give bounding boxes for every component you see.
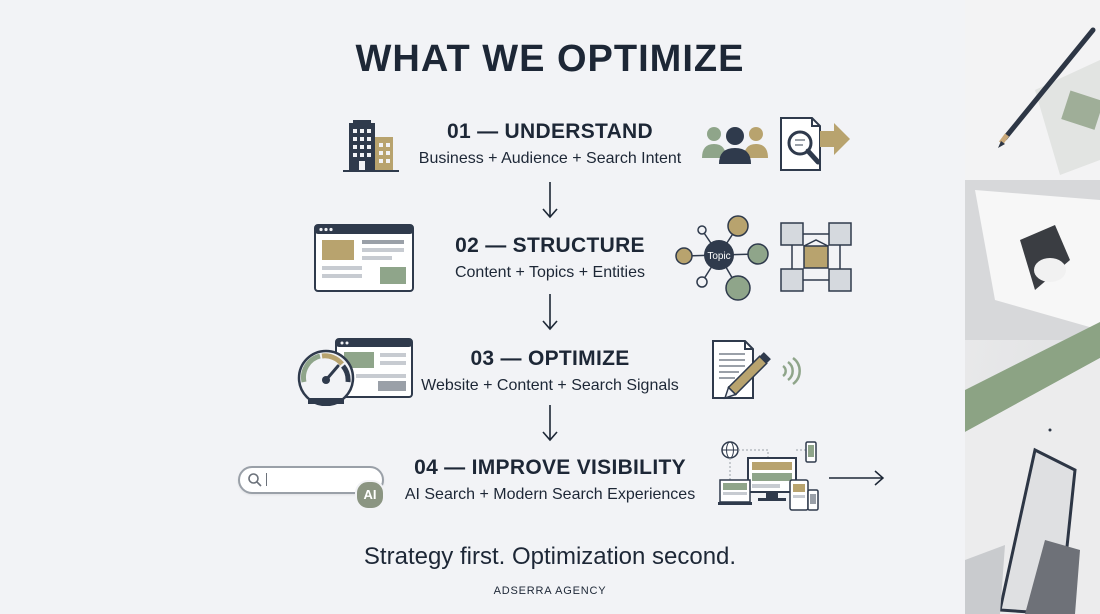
text-cursor [266,473,267,486]
audience-icon [702,127,768,164]
speed-gauge-icon [297,338,413,406]
step-subtitle: AI Search + Modern Search Experiences [404,486,696,503]
forward-arrow-icon [829,470,885,486]
brand-name: ADSERRA AGENCY [493,585,607,597]
flow-arrow-icon [542,294,558,331]
step-heading: 03 — OPTIMIZE [470,347,630,370]
page-title: WHAT WE OPTIMIZE [355,38,745,80]
step-subtitle: Content + Topics + Entities [454,264,646,281]
flow-arrow-icon [542,182,558,219]
step-improve-visibility: 04 — IMPROVE VISIBILITY AI Search + Mode… [380,456,720,504]
search-document-icon [780,117,850,171]
desk-photo-illustration [965,0,1100,614]
document-edit-icon [712,340,801,400]
flow-arrow-icon [542,405,558,442]
step-heading: 04 — IMPROVE VISIBILITY [414,456,686,479]
ai-badge: AI [355,480,385,510]
step-structure: 02 — STRUCTURE Content + Topics + Entiti… [400,234,700,282]
search-icon [248,473,262,487]
tagline: Strategy first. Optimization second. [363,543,737,570]
webpage-layout-icon [314,224,414,292]
multi-device-icon [718,441,819,511]
step-optimize: 03 — OPTIMIZE Website + Content + Search… [400,347,700,395]
topic-label: Topic [707,251,730,262]
entity-cubes-icon [780,222,852,292]
slide: WHAT WE OPTIMIZE 01 — UNDERSTAND Busines… [238,38,885,597]
decorative-desk-photo [965,0,1100,614]
step-heading: 02 — STRUCTURE [455,234,645,257]
step-subtitle: Business + Audience + Search Intent [418,150,682,167]
building-icon [343,120,399,172]
step-understand: 01 — UNDERSTAND Business + Audience + Se… [400,120,700,168]
topic-cluster-icon: Topic [675,215,769,301]
step-subtitle: Website + Content + Search Signals [421,377,679,394]
step-heading: 01 — UNDERSTAND [447,120,653,143]
